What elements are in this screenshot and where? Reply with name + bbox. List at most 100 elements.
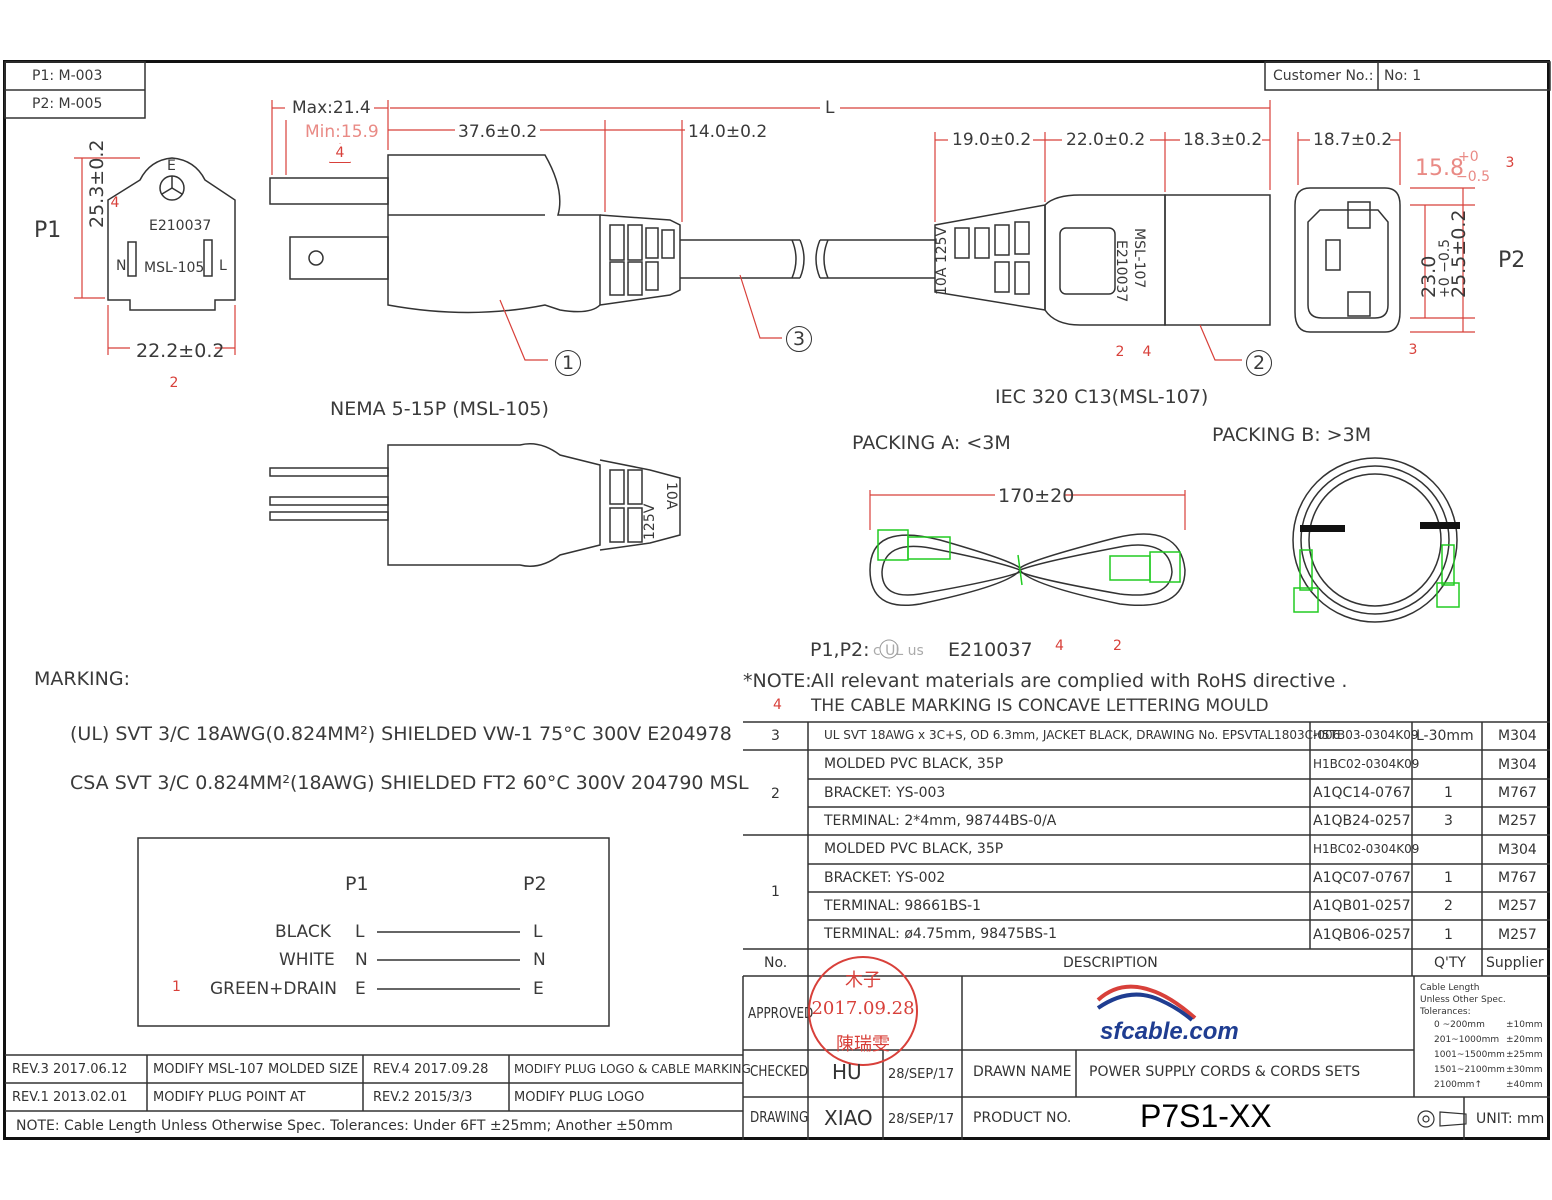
tol-value-4: ±40mm xyxy=(1506,1080,1543,1090)
packing-b-title: PACKING B: >3M xyxy=(1212,424,1372,446)
marking-title: MARKING: xyxy=(34,668,130,690)
revision-grid xyxy=(5,1054,743,1112)
customer-no-label: Customer No.: xyxy=(1273,68,1374,84)
bom-group-3: 3 xyxy=(771,728,780,744)
wiring-black-p1: L xyxy=(355,922,365,942)
tol-title-3: Tolerances: xyxy=(1420,1007,1471,1017)
stamp-date: 2017.09.28 xyxy=(811,998,915,1019)
dim-length: L xyxy=(825,98,835,118)
bom-part-5: A1QC07-0767 xyxy=(1313,870,1411,886)
drawn-name-label: DRAWN NAME xyxy=(973,1064,1072,1080)
company-logo: sfcable.com xyxy=(1100,1018,1239,1045)
dim-37-6: 37.6±0.2 xyxy=(458,122,538,142)
drawing-date: 28/SEP/17 xyxy=(888,1112,955,1127)
bom-desc-6: TERMINAL: 98661BS-1 xyxy=(824,898,982,914)
pin-l: L xyxy=(219,258,227,274)
bom-desc-5: BRACKET: YS-002 xyxy=(824,870,946,886)
rev-3-mark-p2-top: 3 xyxy=(1505,155,1515,171)
rev-4-mark-iec: 4 xyxy=(1142,344,1152,360)
dim-18-3: 18.3±0.2 xyxy=(1183,130,1263,150)
callout-2: 2 xyxy=(1246,350,1272,376)
bom-header-no: No. xyxy=(764,955,788,971)
p2-label: P2 xyxy=(1498,248,1526,273)
note-label: *NOTE: xyxy=(743,670,812,692)
bom-part-2: A1QC14-0767 xyxy=(1313,785,1411,801)
rev-1-text: MODIFY PLUG POINT AT xyxy=(153,1090,306,1105)
nema-plug-side xyxy=(269,154,681,314)
bom-desc-3: TERMINAL: 2*4mm, 98744BS-0/A xyxy=(824,813,1057,829)
projection-symbol-icon xyxy=(1417,1110,1467,1128)
bom-group-2: 2 xyxy=(771,786,780,802)
wiring-green-p1: E xyxy=(355,979,366,999)
bom-qty-6: 2 xyxy=(1444,898,1453,914)
rev-3-mark-p2-bottom: 3 xyxy=(1408,342,1418,358)
bom-desc-0: UL SVT 18AWG x 3C+S, OD 6.3mm, JACKET BL… xyxy=(824,728,1341,742)
dim-170: 170±20 xyxy=(998,485,1075,507)
wiring-p2: P2 xyxy=(523,873,547,895)
tol-value-0: ±10mm xyxy=(1506,1020,1543,1030)
bom-part-7: A1QB06-0257 xyxy=(1313,927,1411,943)
wiring-white-p1: N xyxy=(355,950,368,970)
tol-value-2: ±25mm xyxy=(1506,1050,1543,1060)
bom-desc-2: BRACKET: YS-003 xyxy=(824,785,946,801)
tol-range-2: 1001~1500mm xyxy=(1434,1050,1505,1060)
wiring-p1: P1 xyxy=(345,873,369,895)
bom-qty-5: 1 xyxy=(1444,870,1453,886)
packing-b-coil xyxy=(1292,457,1458,623)
iec-title: IEC 320 C13(MSL-107) xyxy=(995,386,1209,408)
dim-max: Max:21.4 xyxy=(292,98,371,118)
tol-range-1: 201~1000mm xyxy=(1434,1035,1500,1045)
rev-4-mark-p1: 4 xyxy=(110,195,120,211)
bom-supplier-4: M304 xyxy=(1498,842,1537,858)
bom-supplier-7: M257 xyxy=(1498,927,1537,943)
wiring-white-p2: N xyxy=(533,950,546,970)
title-block-grid xyxy=(742,976,1550,1140)
dim-14: 14.0±0.2 xyxy=(688,122,768,142)
tol-range-0: 0 ~200mm xyxy=(1434,1020,1485,1030)
bom-supplier-0: M304 xyxy=(1498,728,1537,744)
bom-supplier-2: M767 xyxy=(1498,785,1537,801)
nema-rating-a: 10A xyxy=(663,482,679,510)
drawing-label: DRAWING xyxy=(750,1108,809,1126)
cert-ul-mark: c UL us xyxy=(873,643,924,659)
tol-value-3: ±30mm xyxy=(1506,1065,1543,1075)
callout-1: 1 xyxy=(555,350,581,376)
p1-msl: MSL-105 xyxy=(144,260,205,276)
iec-connector-side xyxy=(934,194,1271,326)
iec-rating: 10A 125V xyxy=(934,226,950,295)
bom-part-3: A1QB24-0257 xyxy=(1313,813,1411,829)
packing-a-title: PACKING A: <3M xyxy=(852,432,1011,454)
green-connectors xyxy=(877,529,1460,613)
nema-plug-top xyxy=(269,443,681,567)
cable-ties xyxy=(1300,522,1460,532)
bom-qty-0: L-30mm xyxy=(1416,728,1474,744)
drawing-frame xyxy=(3,60,1550,1140)
dim-15-8-tol-minus: −0.5 xyxy=(1456,169,1490,185)
dim-25-5: 25.5±0.2 xyxy=(1448,209,1470,298)
checked-by: HU xyxy=(832,1060,862,1084)
cert-rev-2: 2 xyxy=(1113,638,1122,654)
dim-min: Min:15.9 xyxy=(305,122,379,142)
cert-rev-4: 4 xyxy=(1055,638,1064,654)
packing-a-coil xyxy=(869,533,1186,606)
rev-2-mark-iec: 2 xyxy=(1115,344,1125,360)
tol-title-2: Unless Other Spec. xyxy=(1420,995,1506,1005)
dim-25-3: 25.3±0.2 xyxy=(86,139,108,228)
no-label: No: 1 xyxy=(1384,68,1422,84)
dim-22-2: 22.2±0.2 xyxy=(136,340,225,362)
dim-15-8: 15.8 xyxy=(1415,156,1464,181)
note-concave: THE CABLE MARKING IS CONCAVE LETTERING M… xyxy=(811,696,1269,716)
bom-supplier-3: M257 xyxy=(1498,813,1537,829)
checked-label: CHECKED xyxy=(750,1062,809,1080)
bom-desc-4: MOLDED PVC BLACK, 35P xyxy=(824,841,1004,857)
wiring-box xyxy=(137,837,610,1027)
pin-n: N xyxy=(116,258,127,274)
approval-stamp: 木子 2017.09.28 陳瑞雯 xyxy=(808,956,918,1066)
ul-mark-icon xyxy=(879,639,899,659)
cert-number: E210037 xyxy=(948,639,1033,661)
rev-4-text: MODIFY PLUG LOGO & CABLE MARKING xyxy=(514,1062,751,1076)
p2-code: P2: M-005 xyxy=(32,96,103,112)
bom-desc-1: MOLDED PVC BLACK, 35P xyxy=(824,756,1004,772)
cable xyxy=(680,239,935,279)
